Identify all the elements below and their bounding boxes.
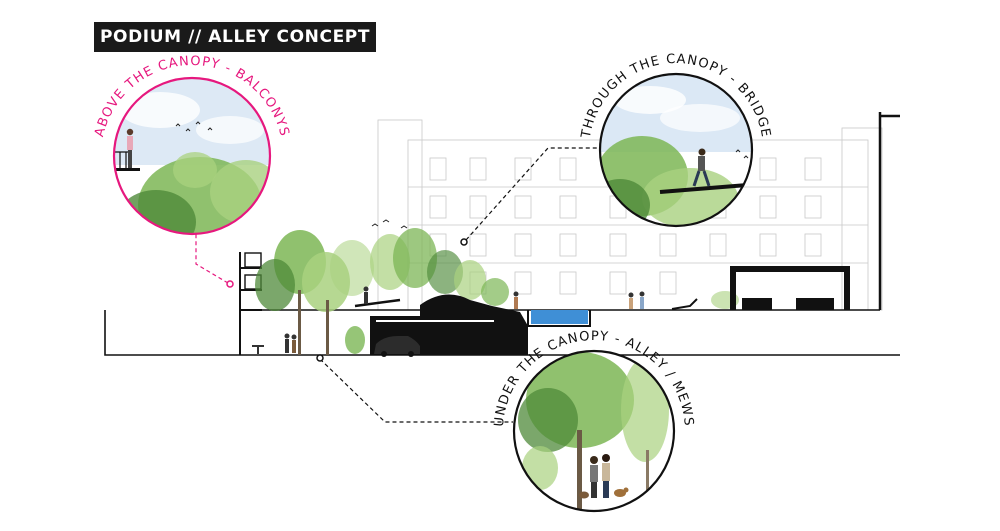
person-icon [692,148,711,187]
person-icon [628,292,634,309]
people [252,286,645,354]
page-title: PODIUM // ALLEY CONCEPT [94,22,376,52]
callout-through-the-canopy: THROUGH THE CANOPY - BRIDGE [579,52,772,228]
bird-icon [735,149,749,159]
person-icon [513,291,519,309]
leader-dot-above [226,280,234,288]
leader-under [319,358,513,423]
leader-dot-under [316,354,324,362]
person-icon [639,291,645,309]
person-icon [126,128,134,168]
person-icon [602,454,610,498]
bird-icon [371,219,408,229]
balcony-building [239,252,262,355]
pool [531,310,588,324]
car-icon [374,336,420,357]
callout-leaders [195,147,604,423]
adjacent-building-outline [878,112,900,310]
dog-icon [579,491,589,499]
alley-trees [255,230,374,355]
leader-above [195,232,229,284]
pool-cabana [730,266,850,310]
person-icon [363,286,369,304]
person-icon [291,334,297,353]
bridge-walkway [354,298,401,308]
bird-icon [175,121,213,132]
callout-under-the-canopy: UNDER THE CANOPY - ALLEY / MEWS [492,329,695,513]
person-icon [590,456,598,498]
lounge-chair-icon [671,298,698,310]
dog-icon [614,487,629,497]
callout-above-the-canopy: ABOVE THE CANOPY - BALCONYS [92,54,291,236]
podium-trees [370,228,739,309]
cafe-table [252,345,264,354]
leader-through [465,147,604,241]
leader-dot-through [460,238,468,246]
person-icon [284,333,290,353]
